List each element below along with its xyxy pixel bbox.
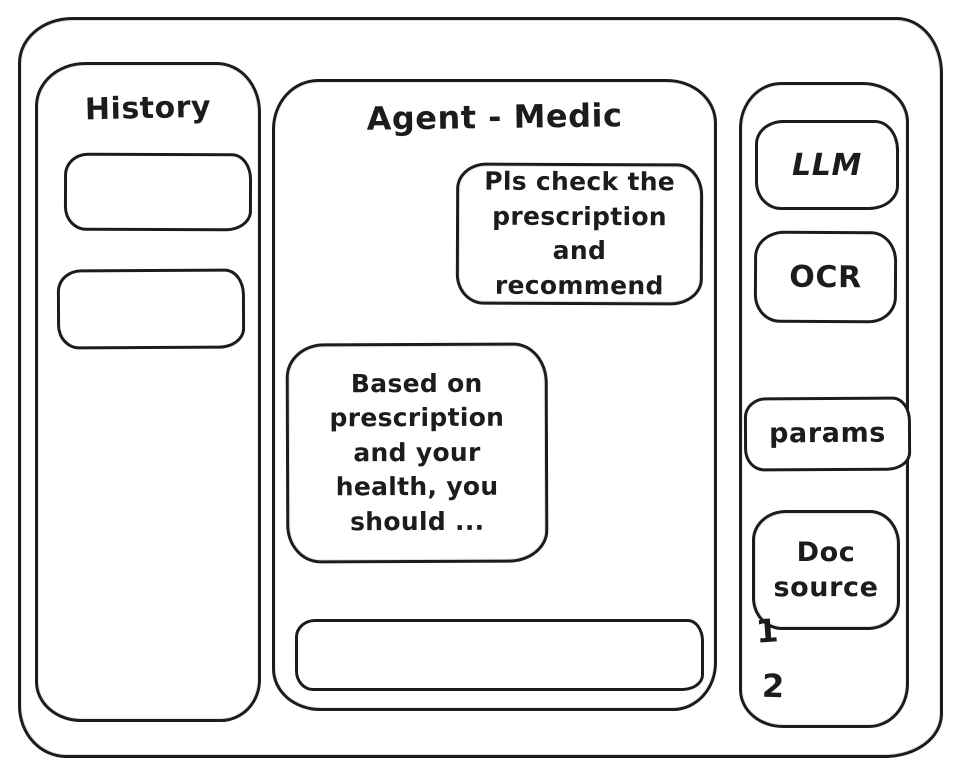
llm-button[interactable]: LLM — [755, 120, 899, 210]
agent-message-text: Based on prescription and your health, y… — [329, 368, 505, 536]
params-button[interactable]: params — [743, 396, 912, 472]
tools-panel: LLM OCR params Doc source 1 2 — [739, 82, 912, 728]
doc-source-item-2[interactable]: 2 — [761, 666, 785, 706]
user-message-bubble: Pls check the prescription and recommend — [455, 162, 704, 306]
ocr-button[interactable]: OCR — [753, 230, 898, 324]
agent-message-bubble: Based on prescription and your health, y… — [285, 342, 549, 564]
chat-panel-title: Agent - Medic — [366, 96, 623, 138]
history-item[interactable] — [63, 152, 253, 232]
user-message-text: Pls check the prescription and recommend — [484, 166, 676, 300]
doc-source-item-1[interactable]: 1 — [754, 611, 780, 651]
history-panel: History — [35, 62, 261, 722]
history-panel-title: History — [84, 89, 212, 128]
history-item[interactable] — [56, 268, 246, 350]
chat-panel: Agent - Medic Pls check the prescription… — [272, 79, 717, 711]
doc-source-button[interactable]: Doc source — [752, 510, 900, 630]
message-input[interactable] — [295, 619, 704, 691]
